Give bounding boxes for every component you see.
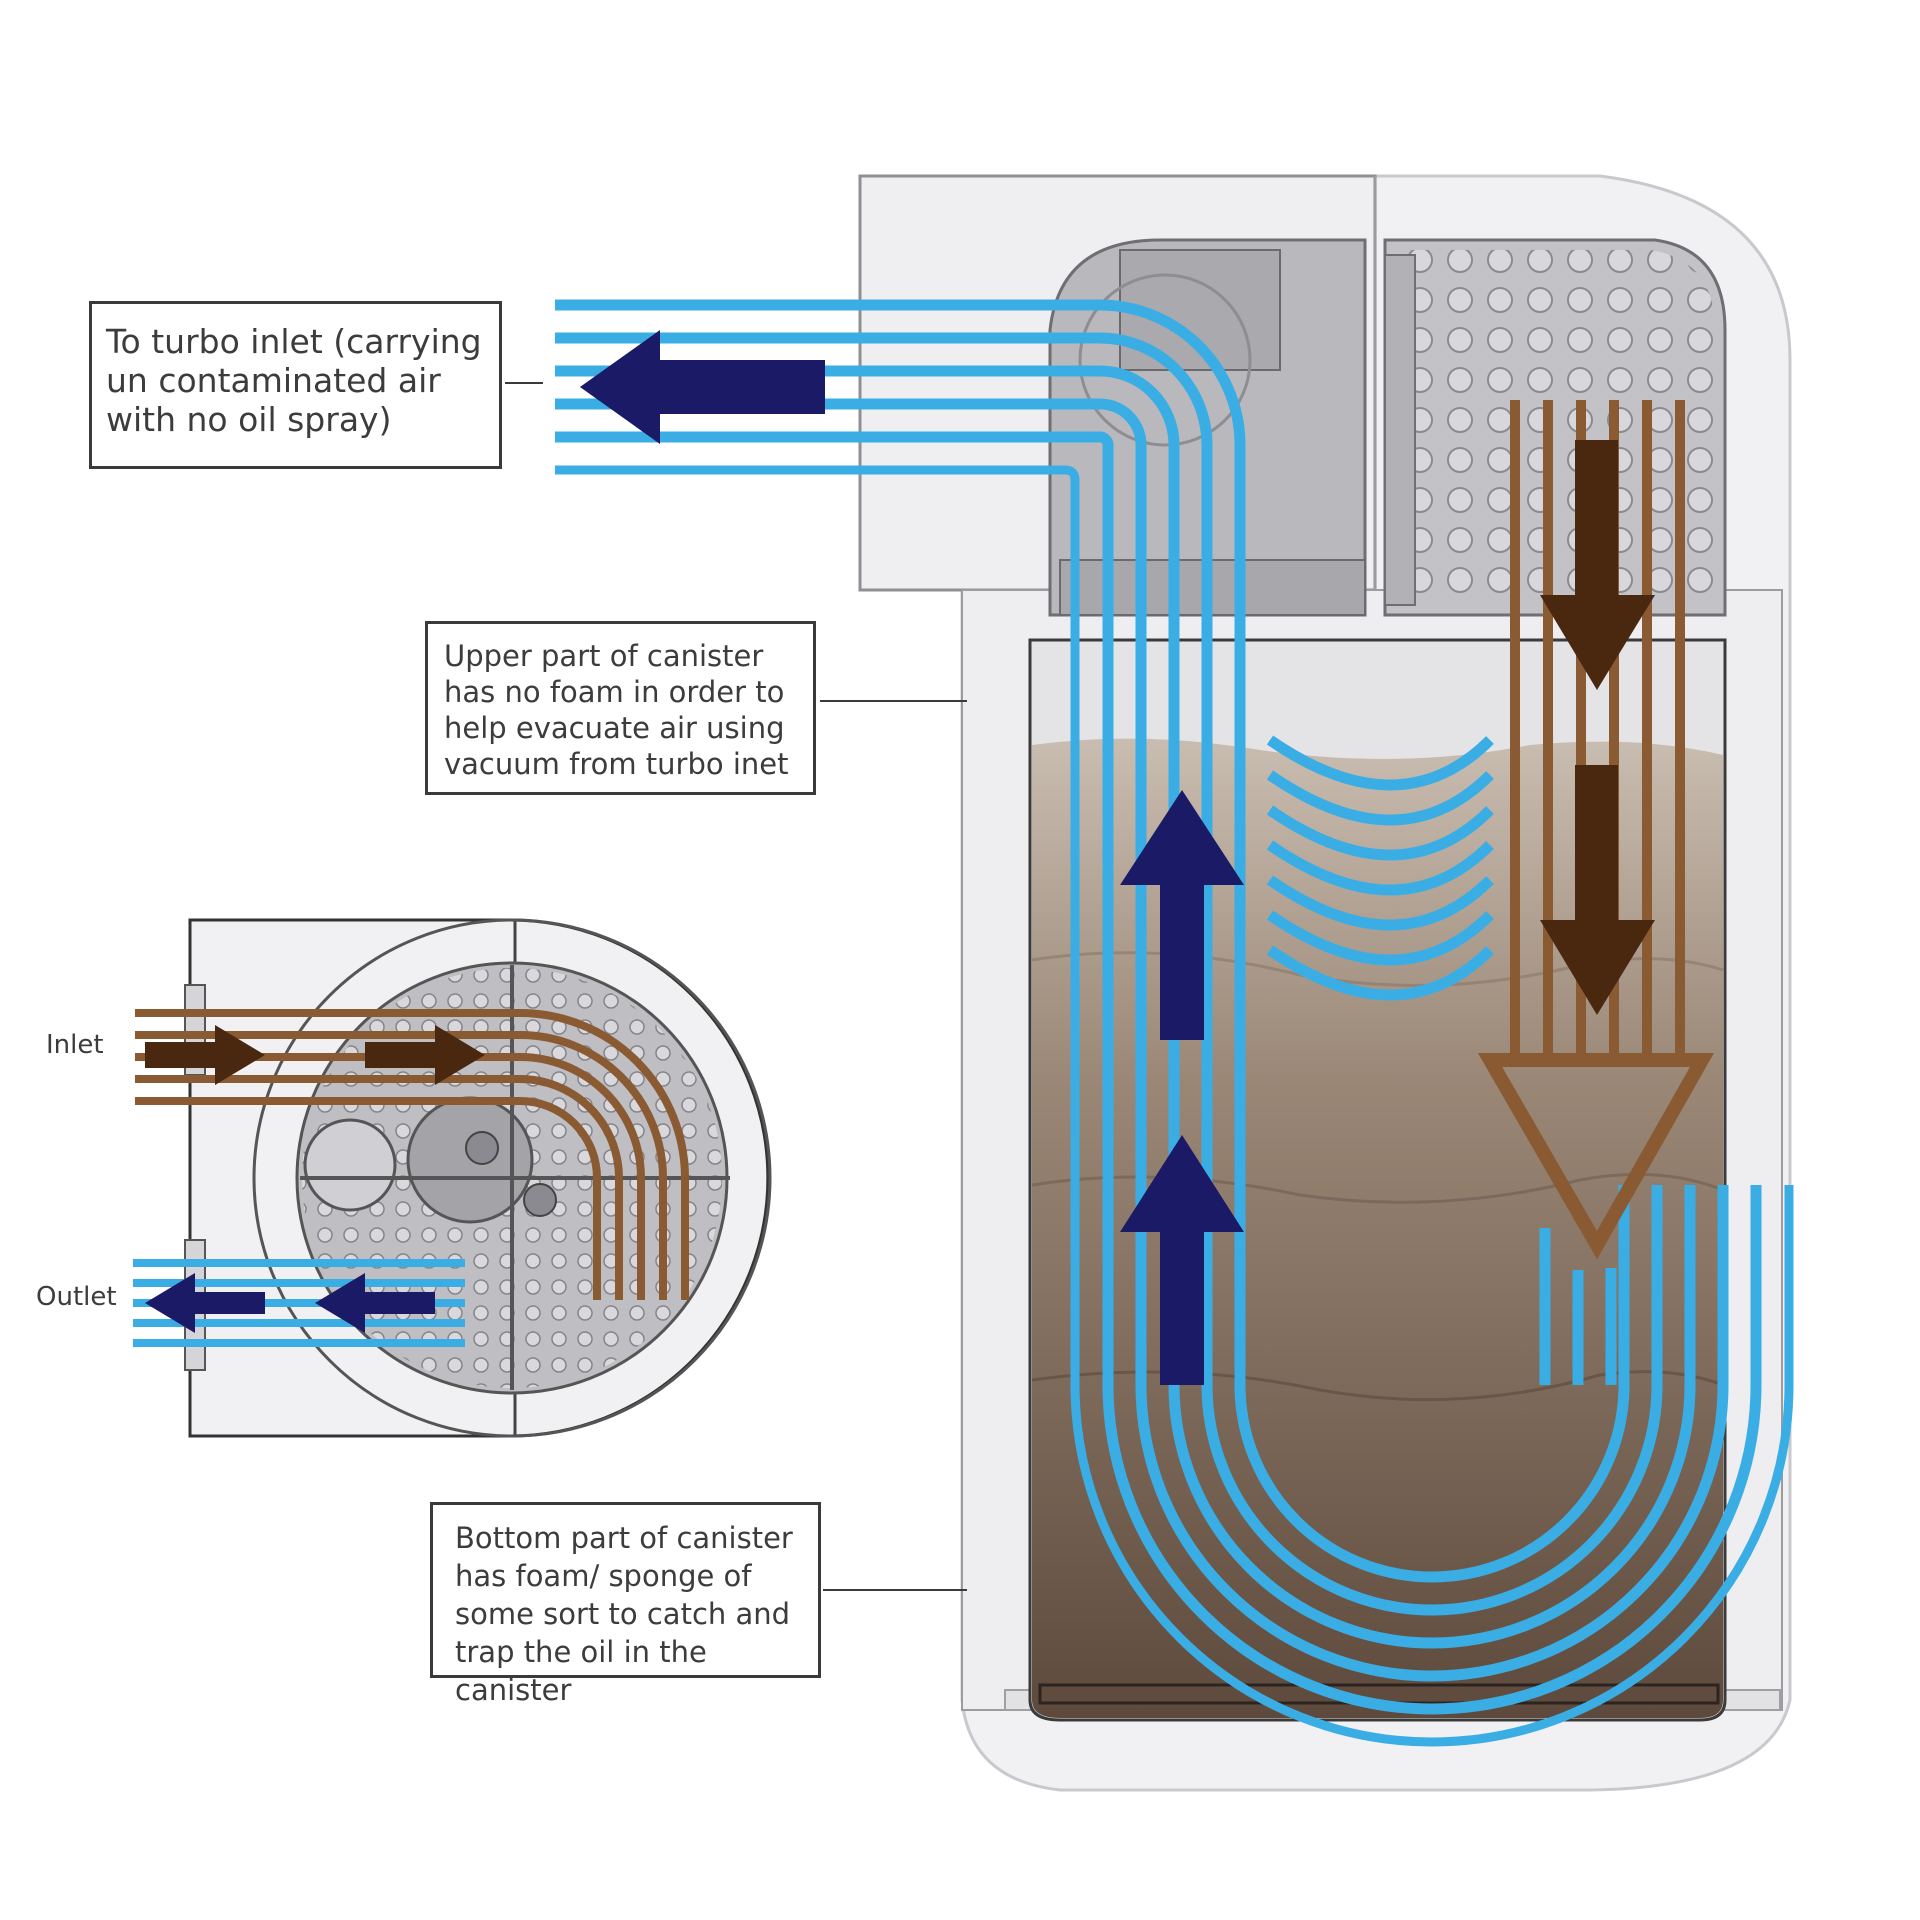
arrow-left-icon [580, 330, 825, 444]
hollow-arrow-down-icon [1477, 1053, 1715, 1260]
bottom-canister-callout: Bottom part of canister has foam/ sponge… [430, 1502, 821, 1707]
clean-air-rising [1539, 1228, 1617, 1385]
outlet-label: Outlet [36, 1282, 117, 1312]
arrow-down-icon [1540, 765, 1655, 1015]
arrow-up-icon [1120, 1135, 1244, 1385]
arrow-left-icon [315, 1273, 435, 1333]
clean-air-flow [555, 299, 1794, 1747]
turbo-inlet-callout: To turbo inlet (carrying un contaminated… [89, 301, 502, 469]
arrow-right-icon [365, 1025, 485, 1085]
baffle-perforated [1383, 238, 1727, 617]
arrow-down-icon [1540, 440, 1655, 690]
clean-air-bend [1266, 735, 1494, 1001]
inlet-label: Inlet [46, 1030, 104, 1060]
leader-lines [505, 382, 967, 1591]
upper-canister-callout: Upper part of canister has no foam in or… [425, 621, 816, 795]
arrow-right-icon [145, 1025, 265, 1085]
arrow-left-icon [145, 1273, 265, 1333]
top-view-inlet-flow [135, 1009, 689, 1300]
arrow-up-icon [1120, 790, 1244, 1040]
